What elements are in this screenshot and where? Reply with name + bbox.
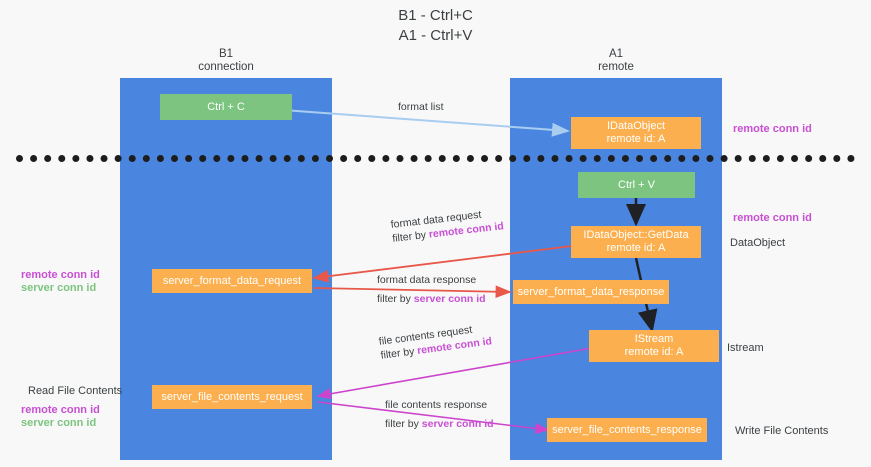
- edge-filter-label-1: filter by: [391, 228, 430, 245]
- node-ctrl-c[interactable]: Ctrl + C: [160, 94, 292, 120]
- edge-filter-value-2: server conn id: [413, 293, 486, 305]
- edge-caption-format-list: format list: [398, 100, 444, 114]
- edge-caption-file-contents-request: file contents request filter by remote c…: [378, 320, 493, 362]
- lane-header-b1: B1 connection: [198, 48, 254, 73]
- phase-divider: [16, 155, 855, 162]
- node-idataobject[interactable]: IDataObject remote id: A: [571, 117, 701, 149]
- annotation-left-server-conn-id-2: server conn id: [21, 417, 97, 429]
- node-server-file-contents-response[interactable]: server_file_contents_response: [547, 418, 707, 442]
- edge-caption-file-contents-response-text: file contents response: [385, 399, 488, 411]
- node-server-format-data-response[interactable]: server_format_data_response: [513, 280, 669, 304]
- edge-caption-file-contents-response: file contents response filter by server …: [385, 398, 494, 431]
- annotation-remote-conn-id-top: remote conn id: [733, 123, 812, 135]
- node-server-format-data-request[interactable]: server_format_data_request: [152, 269, 312, 293]
- lane-header-a1: A1 remote: [598, 48, 634, 73]
- node-idataobject-getdata[interactable]: IDataObject::GetData remote id: A: [571, 226, 701, 258]
- annotation-dataobject: DataObject: [730, 237, 786, 249]
- node-ctrl-v[interactable]: Ctrl + V: [578, 172, 695, 198]
- node-server-file-contents-request[interactable]: server_file_contents_request: [152, 385, 312, 409]
- node-istream[interactable]: IStream remote id: A: [589, 330, 719, 362]
- annotation-left-remote-conn-id: remote conn id: [21, 269, 100, 281]
- annotation-left-server-conn-id: server conn id: [21, 282, 97, 294]
- annotation-left-remote-conn-id-2: remote conn id: [21, 404, 100, 416]
- annotation-istream: Istream: [727, 342, 764, 354]
- edge-caption-format-data-response: format data response filter by server co…: [377, 273, 486, 306]
- annotation-read-file-contents: Read File Contents: [28, 385, 123, 397]
- edge-filter-label-2: filter by: [377, 293, 414, 305]
- diagram-title: B1 - Ctrl+C A1 - Ctrl+V: [398, 7, 473, 44]
- edge-filter-value-4: server conn id: [421, 418, 494, 430]
- edge-caption-format-data-response-text: format data response: [377, 274, 477, 286]
- edge-filter-label-4: filter by: [385, 418, 422, 430]
- edge-filter-label-3: filter by: [379, 345, 418, 362]
- annotation-write-file-contents: Write File Contents: [735, 425, 829, 437]
- edge-caption-format-data-request: format data request filter by remote con…: [390, 205, 504, 246]
- annotation-remote-conn-id-mid: remote conn id: [733, 212, 812, 224]
- edge-caption-format-list-text: format list: [398, 101, 444, 113]
